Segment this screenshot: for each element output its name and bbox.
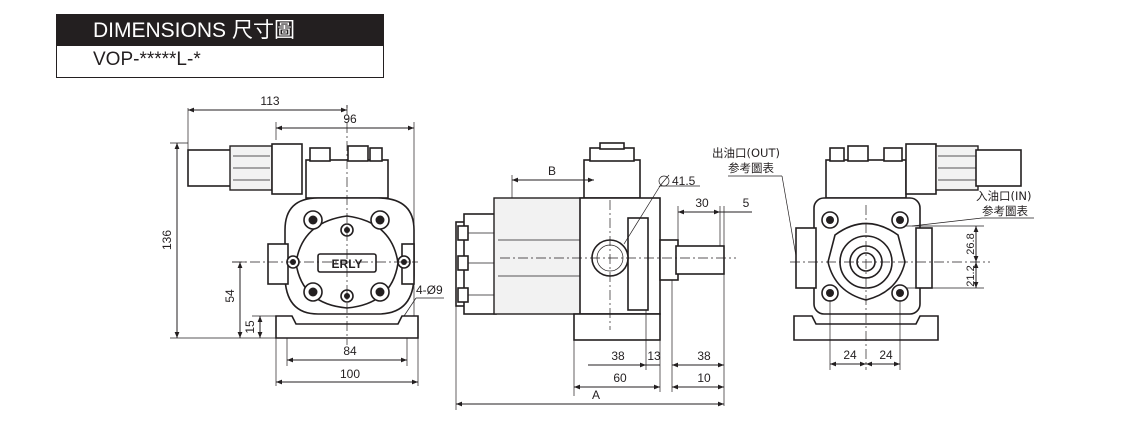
front-pipe	[187, 149, 234, 187]
side-foot	[573, 313, 661, 341]
rear-bolts	[821, 211, 909, 302]
title-en: DIMENSIONS	[93, 19, 227, 42]
dim-13: 13	[647, 349, 661, 363]
title-cjk: 尺寸圖	[232, 19, 296, 42]
rear-pipe	[975, 149, 1022, 187]
side-view: B 41.5 30 5 38 13 38 60 10 A	[455, 142, 752, 410]
outlet-label-2: 参考圖表	[728, 161, 774, 175]
front-view: ERLY 113 96 136	[160, 94, 444, 386]
model-code: VOP-*****L-*	[93, 49, 201, 70]
side-rear-cover	[493, 197, 585, 315]
rear-view: 出油口(OUT) 参考圖表 入油口(IN) 参考圖表 26.8 21.2 24 …	[712, 143, 1034, 370]
dim-113: 113	[260, 94, 279, 108]
inlet-label-1: 入油口(IN)	[976, 189, 1031, 203]
port-dia: 41.5	[672, 174, 696, 188]
dim-26-8: 26.8	[965, 233, 977, 254]
dim-24b: 24	[879, 348, 893, 362]
dim-15: 15	[243, 320, 257, 334]
dim-B: B	[548, 164, 556, 178]
front-bolts	[286, 210, 411, 303]
dim-60: 60	[613, 371, 627, 385]
dim-38a: 38	[611, 349, 625, 363]
side-shaft	[675, 245, 725, 275]
dim-21-2: 21.2	[965, 265, 977, 286]
dim-5: 5	[743, 196, 750, 210]
dim-24a: 24	[843, 348, 857, 362]
dim-54: 54	[223, 289, 237, 303]
dim-84: 84	[343, 344, 357, 358]
hole-label: 4-Ø9	[416, 283, 443, 297]
inlet-label-2: 参考圖表	[982, 204, 1028, 218]
side-valve-block	[583, 159, 641, 199]
outlet-label-1: 出油口(OUT)	[712, 146, 780, 160]
dim-38b: 38	[697, 349, 711, 363]
dim-30: 30	[695, 196, 709, 210]
dim-10: 10	[697, 371, 711, 385]
dim-A: A	[592, 388, 600, 402]
dim-100: 100	[340, 367, 360, 381]
dim-96: 96	[343, 112, 357, 126]
dim-136: 136	[160, 230, 174, 250]
rear-valve-block	[825, 159, 907, 199]
